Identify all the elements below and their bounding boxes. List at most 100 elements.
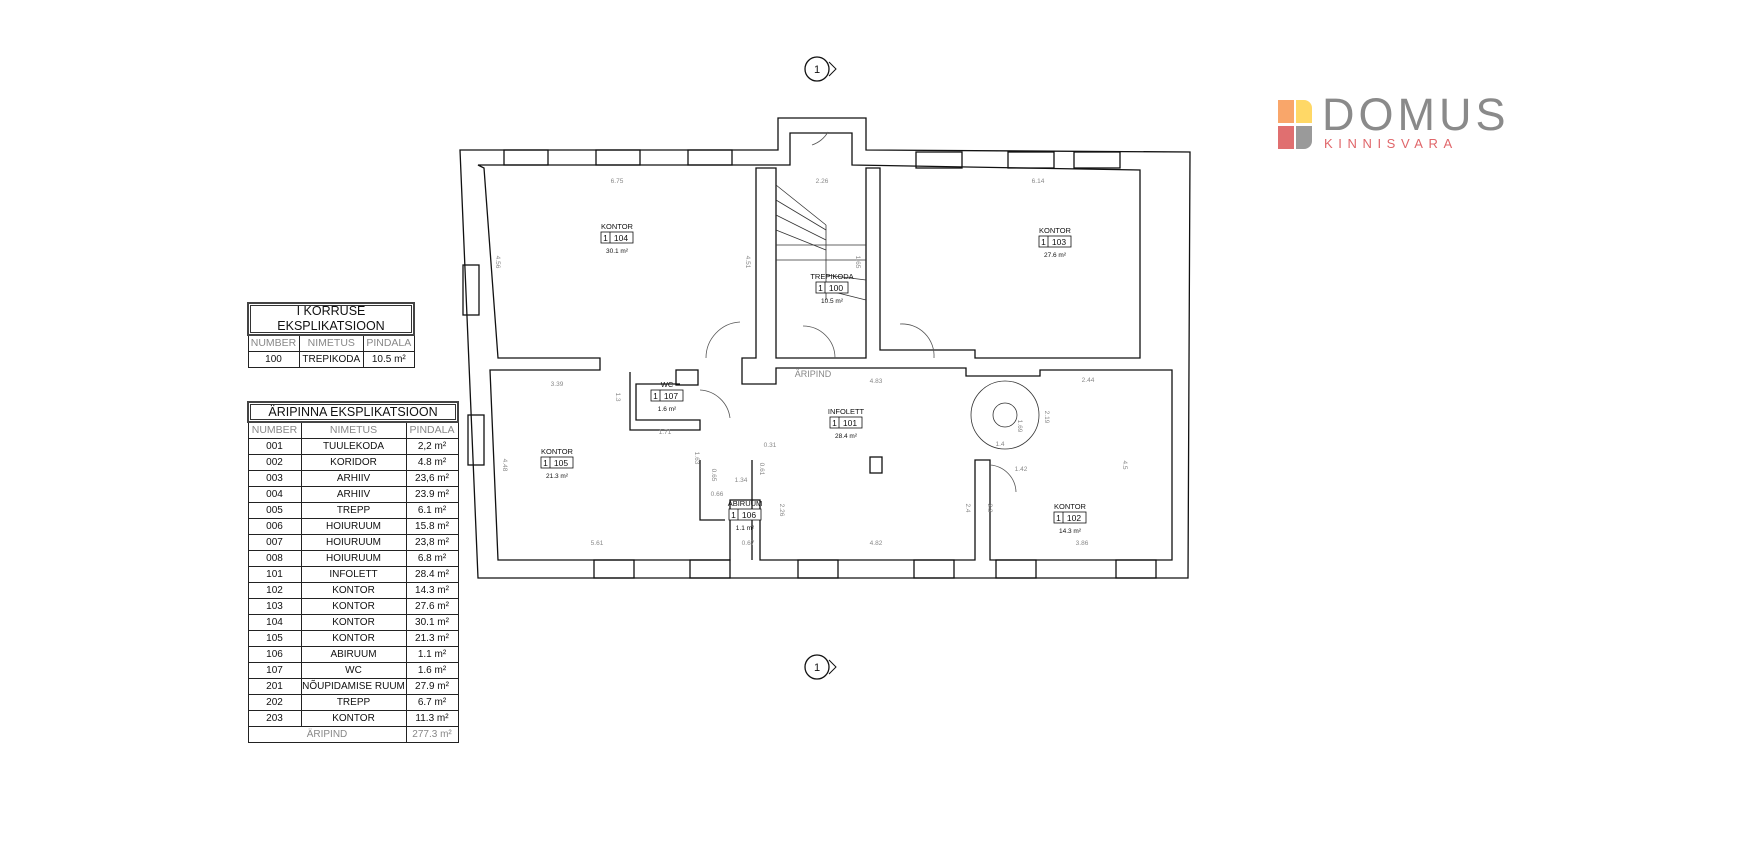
column	[869, 456, 883, 474]
cell-name: HOIURUUM	[300, 550, 407, 567]
cell-name: KONTOR	[300, 582, 407, 599]
stairs	[775, 184, 1040, 450]
cell-area: 21.3 m²	[405, 630, 459, 647]
room-floor: 1	[603, 233, 608, 243]
cell-number: 003	[247, 470, 302, 487]
cell-name: TUULEKODA	[300, 438, 407, 455]
cell-name: KONTOR	[300, 614, 407, 631]
logo-square	[1296, 100, 1312, 123]
cell-area: 11.3 m²	[405, 710, 459, 727]
room-name: WC	[661, 380, 674, 389]
room-number: 104	[614, 233, 628, 243]
cell-area: 10.5 m²	[363, 351, 415, 368]
cell-name: TREPP	[300, 694, 407, 711]
inner-outline	[477, 132, 1173, 561]
windows	[462, 149, 1157, 579]
cell-area: 23,6 m²	[405, 470, 459, 487]
cell-name: INFOLETT	[300, 566, 407, 583]
room-name: TREPIKODA	[810, 272, 853, 281]
room-name: ABIRUUM	[728, 499, 763, 508]
room-floor: 1	[653, 391, 658, 401]
room-number: 105	[554, 458, 568, 468]
room-area: 1.6 m²	[658, 406, 677, 413]
room-floor: 1	[832, 418, 837, 428]
dimension-label: 1.42	[1015, 466, 1028, 473]
dimension-label: 2.3	[986, 503, 993, 512]
room-floor: 1	[818, 283, 823, 293]
cell-number: 101	[247, 566, 302, 583]
dimension-label: 1.65	[854, 256, 861, 269]
room-number: 102	[1067, 513, 1081, 523]
cell-area: 4.8 m²	[405, 454, 459, 471]
cell-area: 23.9 m²	[405, 486, 459, 503]
cell-name: KONTOR	[300, 630, 407, 647]
dimension-label: 0.65	[710, 469, 717, 482]
cell-number: 005	[247, 502, 302, 519]
cell-number: 002	[247, 454, 302, 471]
dimension-label: 1.3	[614, 392, 621, 401]
dimension-label: 4.56	[494, 256, 501, 269]
cell-name: HOIURUUM	[300, 534, 407, 551]
dimension-label: 4.51	[744, 256, 751, 269]
dimension-label: 0.67	[742, 540, 755, 547]
dimension-label: 2.19	[1043, 411, 1050, 424]
cell-number: 006	[247, 518, 302, 535]
logo-square	[1296, 126, 1312, 149]
room-name: KONTOR	[541, 447, 574, 456]
section-marker-label: 1	[814, 64, 820, 76]
total-value: 277.3 m²	[405, 726, 459, 743]
dimension-label: 4.83	[870, 378, 883, 385]
total-label: ÄRIPIND	[247, 726, 407, 743]
room-floor: 1	[1056, 513, 1061, 523]
room-name: KONTOR	[1039, 226, 1072, 235]
cell-number: 106	[247, 646, 302, 663]
dimension-label: 4.82	[870, 540, 883, 547]
room-floor: 1	[543, 458, 548, 468]
cell-number: 107	[247, 662, 302, 679]
cell-name: KONTOR	[300, 598, 407, 615]
cell-name: KONTOR	[300, 710, 407, 727]
logo-square	[1278, 126, 1294, 149]
cell-name: TREPIKODA	[298, 351, 365, 368]
dimension-label: 2.44	[1082, 377, 1095, 384]
cell-area: 6.8 m²	[405, 550, 459, 567]
sink	[675, 369, 699, 386]
room-tag-box	[815, 281, 849, 294]
room-area: 27.6 m²	[1044, 252, 1067, 259]
cell-area: 27.6 m²	[405, 598, 459, 615]
dimension-label: 2.26	[816, 178, 829, 185]
cell-area: 27.9 m²	[405, 678, 459, 695]
room-label: KONTOR 1 105 21.3 m²	[540, 447, 574, 480]
room-area: 21.3 m²	[546, 473, 569, 480]
cell-area: 6.1 m²	[405, 502, 459, 519]
cell-number: 008	[247, 550, 302, 567]
dimension-label: 0.31	[764, 442, 777, 449]
cell-number: 202	[247, 694, 302, 711]
cell-name: NÕUPIDAMISE RUUM	[300, 678, 407, 695]
room-area: 28.4 m²	[835, 433, 858, 440]
dimension-label: 1.34	[735, 477, 748, 484]
cell-number: 201	[247, 678, 302, 695]
room-number: 106	[742, 510, 756, 520]
dimension-label: 2.4	[964, 503, 971, 512]
table-title: I KORRUSE EKSPLIKATSIOON	[247, 302, 415, 336]
dimension-label: 3.86	[1076, 540, 1089, 547]
business-explication-table: ÄRIPINNA EKSPLIKATSIOON NUMBER NIMETUS P…	[247, 401, 459, 743]
wc-walls	[629, 372, 701, 431]
table-title: ÄRIPINNA EKSPLIKATSIOON	[247, 401, 459, 423]
dimension-label: 2.26	[778, 504, 785, 517]
